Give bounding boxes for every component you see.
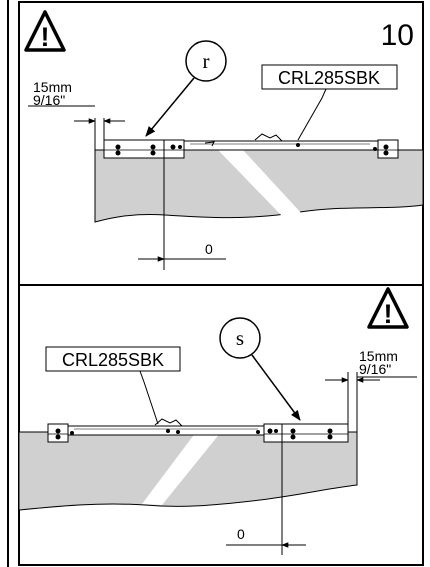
callout-r-arrow (145, 77, 195, 137)
warning-glyph: ! (41, 22, 50, 52)
part-label-box (45, 346, 181, 372)
callout-s-arrow (251, 354, 301, 421)
warning-icon: ! (367, 287, 409, 329)
bottom-panel: ! 15 (18, 287, 417, 555)
warning-icon: ! (24, 10, 66, 52)
step-number: 10 (381, 19, 414, 52)
part-label-box (261, 64, 398, 90)
rail-assembly (47, 418, 349, 443)
callout-r-circle (185, 40, 227, 82)
offset-mm-label: 15mm (33, 79, 72, 95)
part-label-text: CRL285SBK (62, 350, 164, 370)
offset-mm-label: 15mm (359, 348, 398, 364)
floor-highlight (142, 432, 221, 505)
floor-highlight (218, 150, 302, 216)
callout-s-letter: s (236, 326, 244, 350)
callout-r-letter: r (203, 49, 210, 73)
part-leader-line (139, 370, 159, 425)
offset-inch-label: 9/16" (359, 361, 391, 377)
part-leader-line (297, 88, 327, 141)
part-label-text: CRL285SBK (278, 68, 380, 88)
warning-glyph: ! (384, 299, 393, 329)
page-frame (18, 1, 424, 566)
callout-s-circle (219, 317, 261, 359)
gap-value-label: 0 (205, 241, 213, 257)
top-panel: ! 10 (24, 10, 424, 270)
offset-inch-label: 9/16" (33, 92, 65, 108)
gap-value-label: 0 (237, 526, 245, 542)
rail-assembly (103, 133, 399, 159)
